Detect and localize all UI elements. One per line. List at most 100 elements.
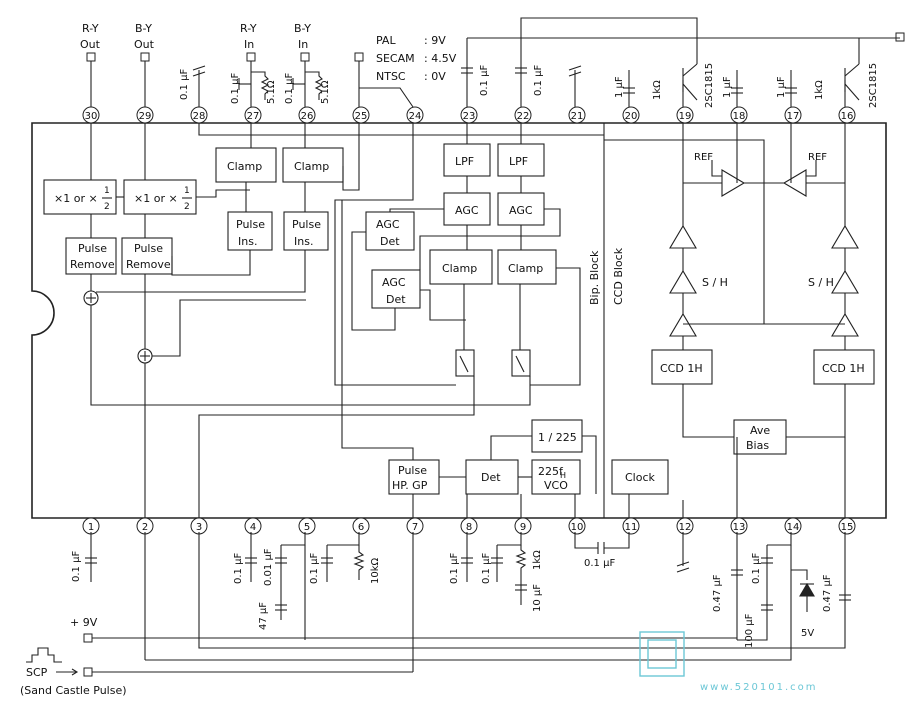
svg-text:1 μF: 1 μF	[614, 76, 625, 98]
svg-text:1 μF: 1 μF	[776, 76, 787, 98]
pin-30: 30	[82, 106, 100, 124]
svg-text:29: 29	[139, 111, 152, 122]
svg-text:×1 or ×: ×1 or ×	[54, 192, 98, 205]
pin-13: 13	[730, 517, 748, 535]
pin-5: 5	[298, 517, 316, 535]
svg-text:6: 6	[358, 522, 364, 533]
cap-pin28: 0.1 μF	[179, 65, 206, 107]
svg-text:1: 1	[104, 186, 110, 196]
svg-text:5V: 5V	[801, 628, 814, 639]
svg-text:9: 9	[520, 522, 526, 533]
det-block	[465, 459, 519, 495]
svg-text:Pulse: Pulse	[78, 242, 107, 255]
pin-14: 14	[784, 517, 802, 535]
pulse-ins-ry	[227, 211, 273, 251]
scp-description: (Sand Castle Pulse)	[20, 684, 127, 697]
cap-pin26: 0.1 μF 5.1Ω	[284, 71, 331, 104]
svg-text:0.1 μF: 0.1 μF	[751, 553, 762, 584]
ry-out-label-2: Out	[80, 38, 101, 51]
pin-11: 11	[622, 517, 640, 535]
vco-block	[531, 459, 581, 495]
mode-pal-v: : 9V	[424, 34, 446, 47]
ccd-1h-2	[813, 349, 875, 385]
svg-text:0.1 μF: 0.1 μF	[284, 73, 295, 104]
svg-text:5.1Ω: 5.1Ω	[320, 80, 331, 104]
watermark-site: www.520101.com	[700, 682, 818, 693]
scp-pulse-icon	[26, 647, 62, 663]
mode-secam-v: : 4.5V	[424, 52, 457, 65]
scp-label: SCP	[26, 666, 48, 679]
pin-26: 26	[298, 106, 316, 124]
svg-text:18: 18	[733, 111, 746, 122]
svg-text:0.01 μF: 0.01 μF	[263, 548, 274, 586]
clamp-ry	[215, 147, 277, 183]
svg-text:100 μF: 100 μF	[744, 613, 755, 648]
agc-2	[497, 192, 545, 226]
svg-text:2SC1815: 2SC1815	[704, 63, 715, 108]
svg-text:10: 10	[571, 522, 584, 533]
svg-text:Ins.: Ins.	[294, 235, 313, 248]
svg-text:28: 28	[193, 111, 206, 122]
pin-18: 18	[730, 106, 748, 124]
svg-text:0.1 μF: 0.1 μF	[533, 65, 544, 96]
svg-text:1: 1	[184, 186, 190, 196]
bottom-components: 0.1 μF 0.1 μF 0.01 μF 47 μF 0.1 μF 10kΩ …	[71, 532, 851, 672]
svg-text:0.1 μF: 0.1 μF	[179, 69, 190, 100]
svg-text:Clamp: Clamp	[442, 262, 477, 275]
pin-21: 21	[568, 106, 586, 124]
svg-text:AGC: AGC	[382, 276, 406, 289]
svg-text:REF: REF	[694, 152, 713, 163]
pin-3: 3	[190, 517, 208, 535]
clamp-by	[282, 147, 344, 183]
svg-text:Remove: Remove	[70, 258, 115, 271]
svg-text:AGC: AGC	[376, 218, 400, 231]
svg-text:Ins.: Ins.	[238, 235, 257, 248]
cap-pin17: 1 μF	[776, 70, 797, 107]
pin-9: 9	[514, 517, 532, 535]
transistor-pin16: 1kΩ 2SC1815	[814, 38, 879, 108]
cap-pin18: 1 μF	[722, 70, 743, 107]
svg-text:0.1 μF: 0.1 μF	[309, 553, 320, 584]
svg-text:19: 19	[679, 111, 692, 122]
pin-12: 12	[676, 517, 694, 535]
svg-text:Det: Det	[386, 293, 406, 306]
svg-text:20: 20	[625, 111, 638, 122]
svg-text:0.1 μF: 0.1 μF	[449, 553, 460, 584]
clock-block	[611, 459, 669, 495]
svg-text:Clamp: Clamp	[294, 160, 329, 173]
mode-pal: PAL	[376, 34, 396, 47]
svg-text:S / H: S / H	[808, 276, 834, 289]
bip-block-label: Bip. Block	[588, 250, 601, 305]
svg-text:Det: Det	[481, 471, 501, 484]
svg-text:1: 1	[88, 522, 94, 533]
svg-text:15: 15	[841, 522, 854, 533]
svg-text:Clamp: Clamp	[227, 160, 262, 173]
svg-text:Pulse: Pulse	[236, 218, 265, 231]
svg-text:1kΩ: 1kΩ	[652, 80, 663, 100]
svg-text:25: 25	[355, 111, 368, 122]
pin-29: 29	[136, 106, 154, 124]
svg-text:0.47 μF: 0.47 μF	[712, 574, 723, 612]
svg-text:Clamp: Clamp	[508, 262, 543, 275]
svg-text:5: 5	[304, 522, 310, 533]
ground-pin21	[568, 65, 582, 107]
svg-text:Pulse: Pulse	[292, 218, 321, 231]
cap-pin22: 0.1 μF	[515, 22, 544, 107]
svg-text:LPF: LPF	[455, 155, 474, 168]
mult-block-1	[43, 179, 117, 215]
svg-text:0.47 μF: 0.47 μF	[822, 574, 833, 612]
svg-text:3: 3	[196, 522, 202, 533]
by-in-label-2: In	[298, 38, 308, 51]
by-in-label-1: B-Y	[294, 22, 311, 35]
svg-text:5.1Ω: 5.1Ω	[266, 80, 277, 104]
watermark: www.520101.com	[639, 631, 818, 693]
pin-22: 22	[514, 106, 532, 124]
svg-text:1kΩ: 1kΩ	[532, 550, 543, 570]
svg-text:VCO: VCO	[544, 479, 568, 492]
svg-text:×1 or ×: ×1 or ×	[134, 192, 178, 205]
pin-6: 6	[352, 517, 370, 535]
svg-text:LPF: LPF	[509, 155, 528, 168]
terminal-top-right	[895, 32, 905, 42]
